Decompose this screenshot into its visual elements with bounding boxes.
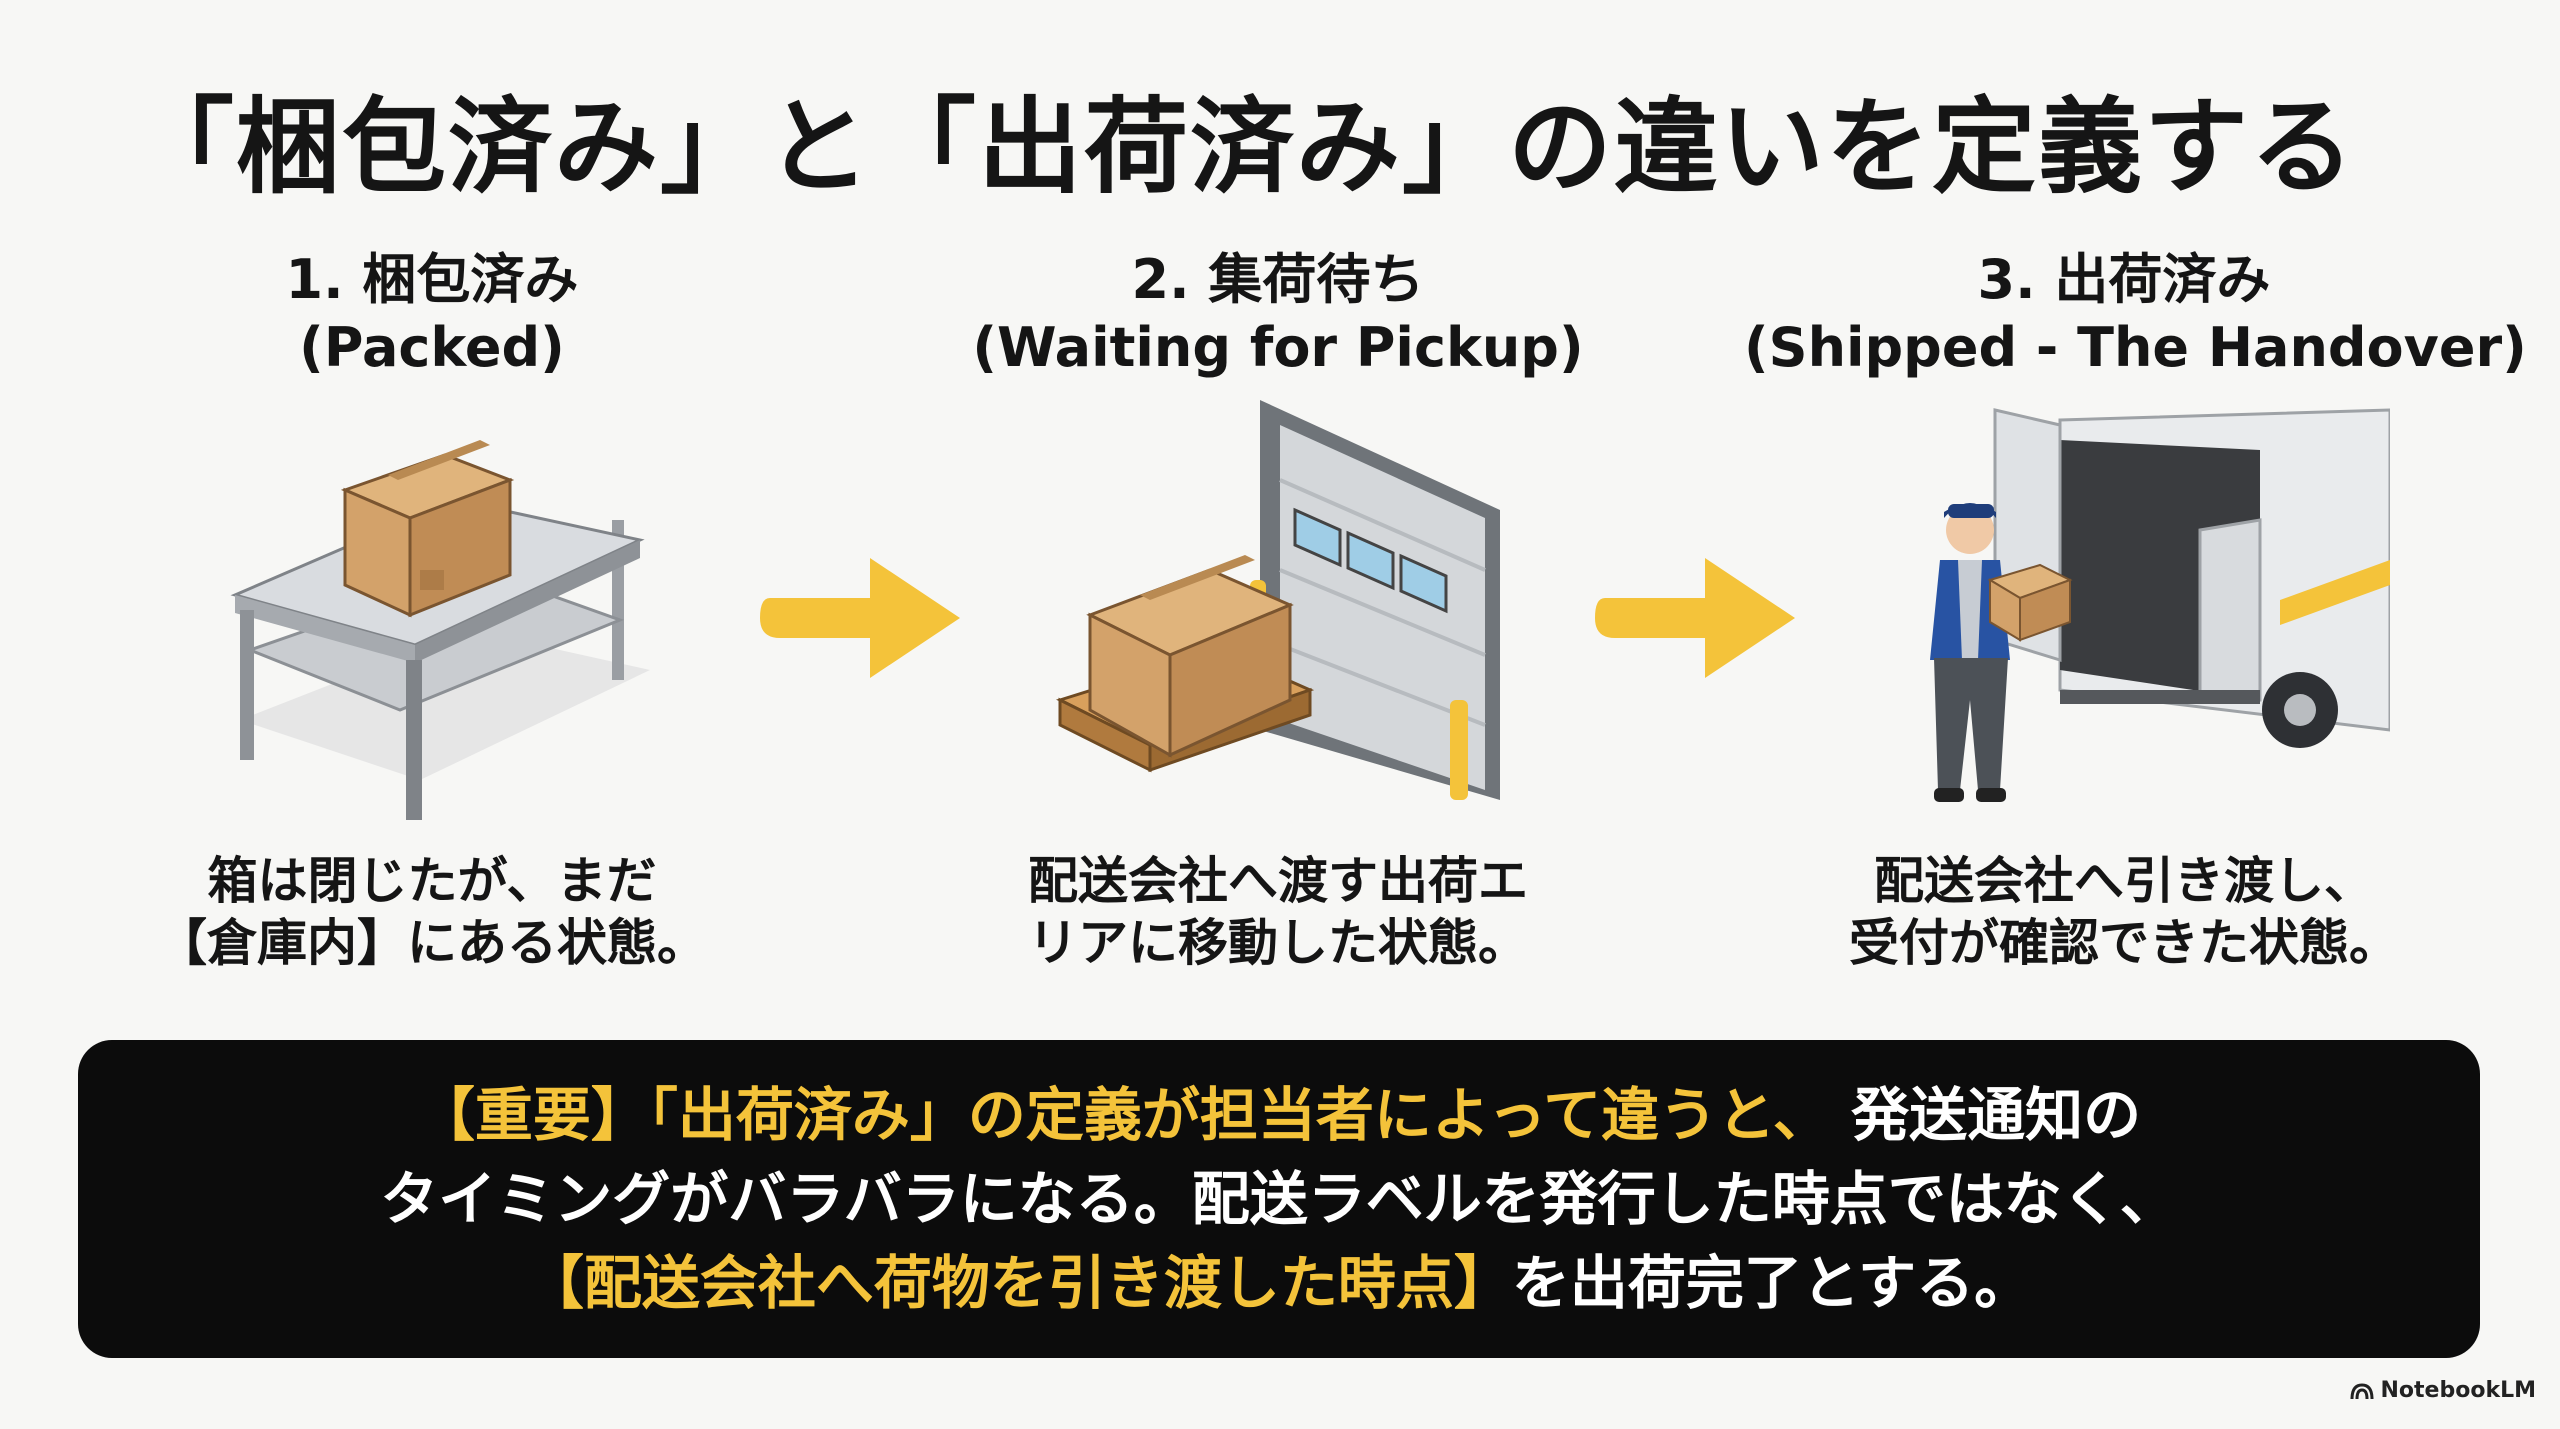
stage-2-desc-line1: 配送会社へ渡す出荷エ: [1028, 852, 1528, 910]
stage-2-title-ja: 2. 集荷待ち: [1131, 248, 1425, 311]
stage-2-desc: 配送会社へ渡す出荷エ リアに移動した状態。: [898, 850, 1658, 974]
page-title: 「梱包済み」と「出荷済み」の違いを定義する: [130, 86, 2357, 208]
right-arrow-icon: [1595, 558, 1795, 678]
callout-handover-highlight: 【配送会社へ荷物を引き渡した時点】: [525, 1249, 1512, 1317]
notebooklm-brand: NotebookLM: [2349, 1378, 2536, 1403]
stage-3-desc-line1: 配送会社へ引き渡し、: [1874, 852, 2374, 910]
callout-line-2: タイミングがバラバラになる。配送ラベルを発行した時点ではなく、: [380, 1165, 2178, 1233]
stage-1-desc: 箱は閉じたが、まだ 【倉庫内】にある状態。: [52, 850, 812, 974]
stage-1-title: 1. 梱包済み (Packed): [52, 246, 812, 382]
packing-table-icon: [230, 440, 650, 820]
right-arrow-icon: [760, 558, 960, 678]
notebooklm-logo-icon: [2350, 1382, 2374, 1399]
stage-2-title-en: (Waiting for Pickup): [972, 316, 1584, 379]
stage-3-desc: 配送会社へ引き渡し、 受付が確認できた状態。: [1744, 850, 2504, 974]
callout-line-3-rest: を出荷完了とする。: [1511, 1249, 2033, 1317]
brand-label: NotebookLM: [2380, 1378, 2536, 1403]
callout-line-3: 【配送会社へ荷物を引き渡した時点】を出荷完了とする。: [526, 1241, 2032, 1325]
callout-definition-text: 「出荷済み」の定義が担当者によって違うと、: [648, 1081, 1831, 1149]
stage-3-desc-line2: 受付が確認できた状態。: [1849, 914, 2399, 972]
stage-1-desc-line1: 箱は閉じたが、まだ: [207, 852, 657, 910]
important-callout: 【重要】「出荷済み」の定義が担当者によって違うと、 発送通知の タイミングがバラ…: [78, 1040, 2480, 1358]
callout-important-tag: 【重要】: [416, 1081, 649, 1149]
stage-3-title-ja: 3. 出荷済み: [1977, 248, 2271, 311]
stage-2-desc-line2: リアに移動した状態。: [1028, 914, 1528, 972]
loading-dock-icon: [1056, 400, 1500, 800]
callout-line-1: 【重要】「出荷済み」の定義が担当者によって違うと、 発送通知の: [417, 1073, 2141, 1157]
stage-1-title-ja: 1. 梱包済み: [285, 248, 579, 311]
stage-3-title: 3. 出荷済み (Shipped - The Handover): [1744, 246, 2527, 382]
stage-3-title-en: (Shipped - The Handover): [1744, 316, 2527, 379]
callout-line-1-rest: 発送通知の: [1830, 1081, 2142, 1149]
stage-1-title-en: (Packed): [299, 316, 565, 379]
truck-handover-icon: [1930, 408, 2390, 802]
stage-2-title: 2. 集荷待ち (Waiting for Pickup): [898, 246, 1658, 382]
stage-1-desc-line2: 【倉庫内】にある状態。: [157, 914, 707, 972]
